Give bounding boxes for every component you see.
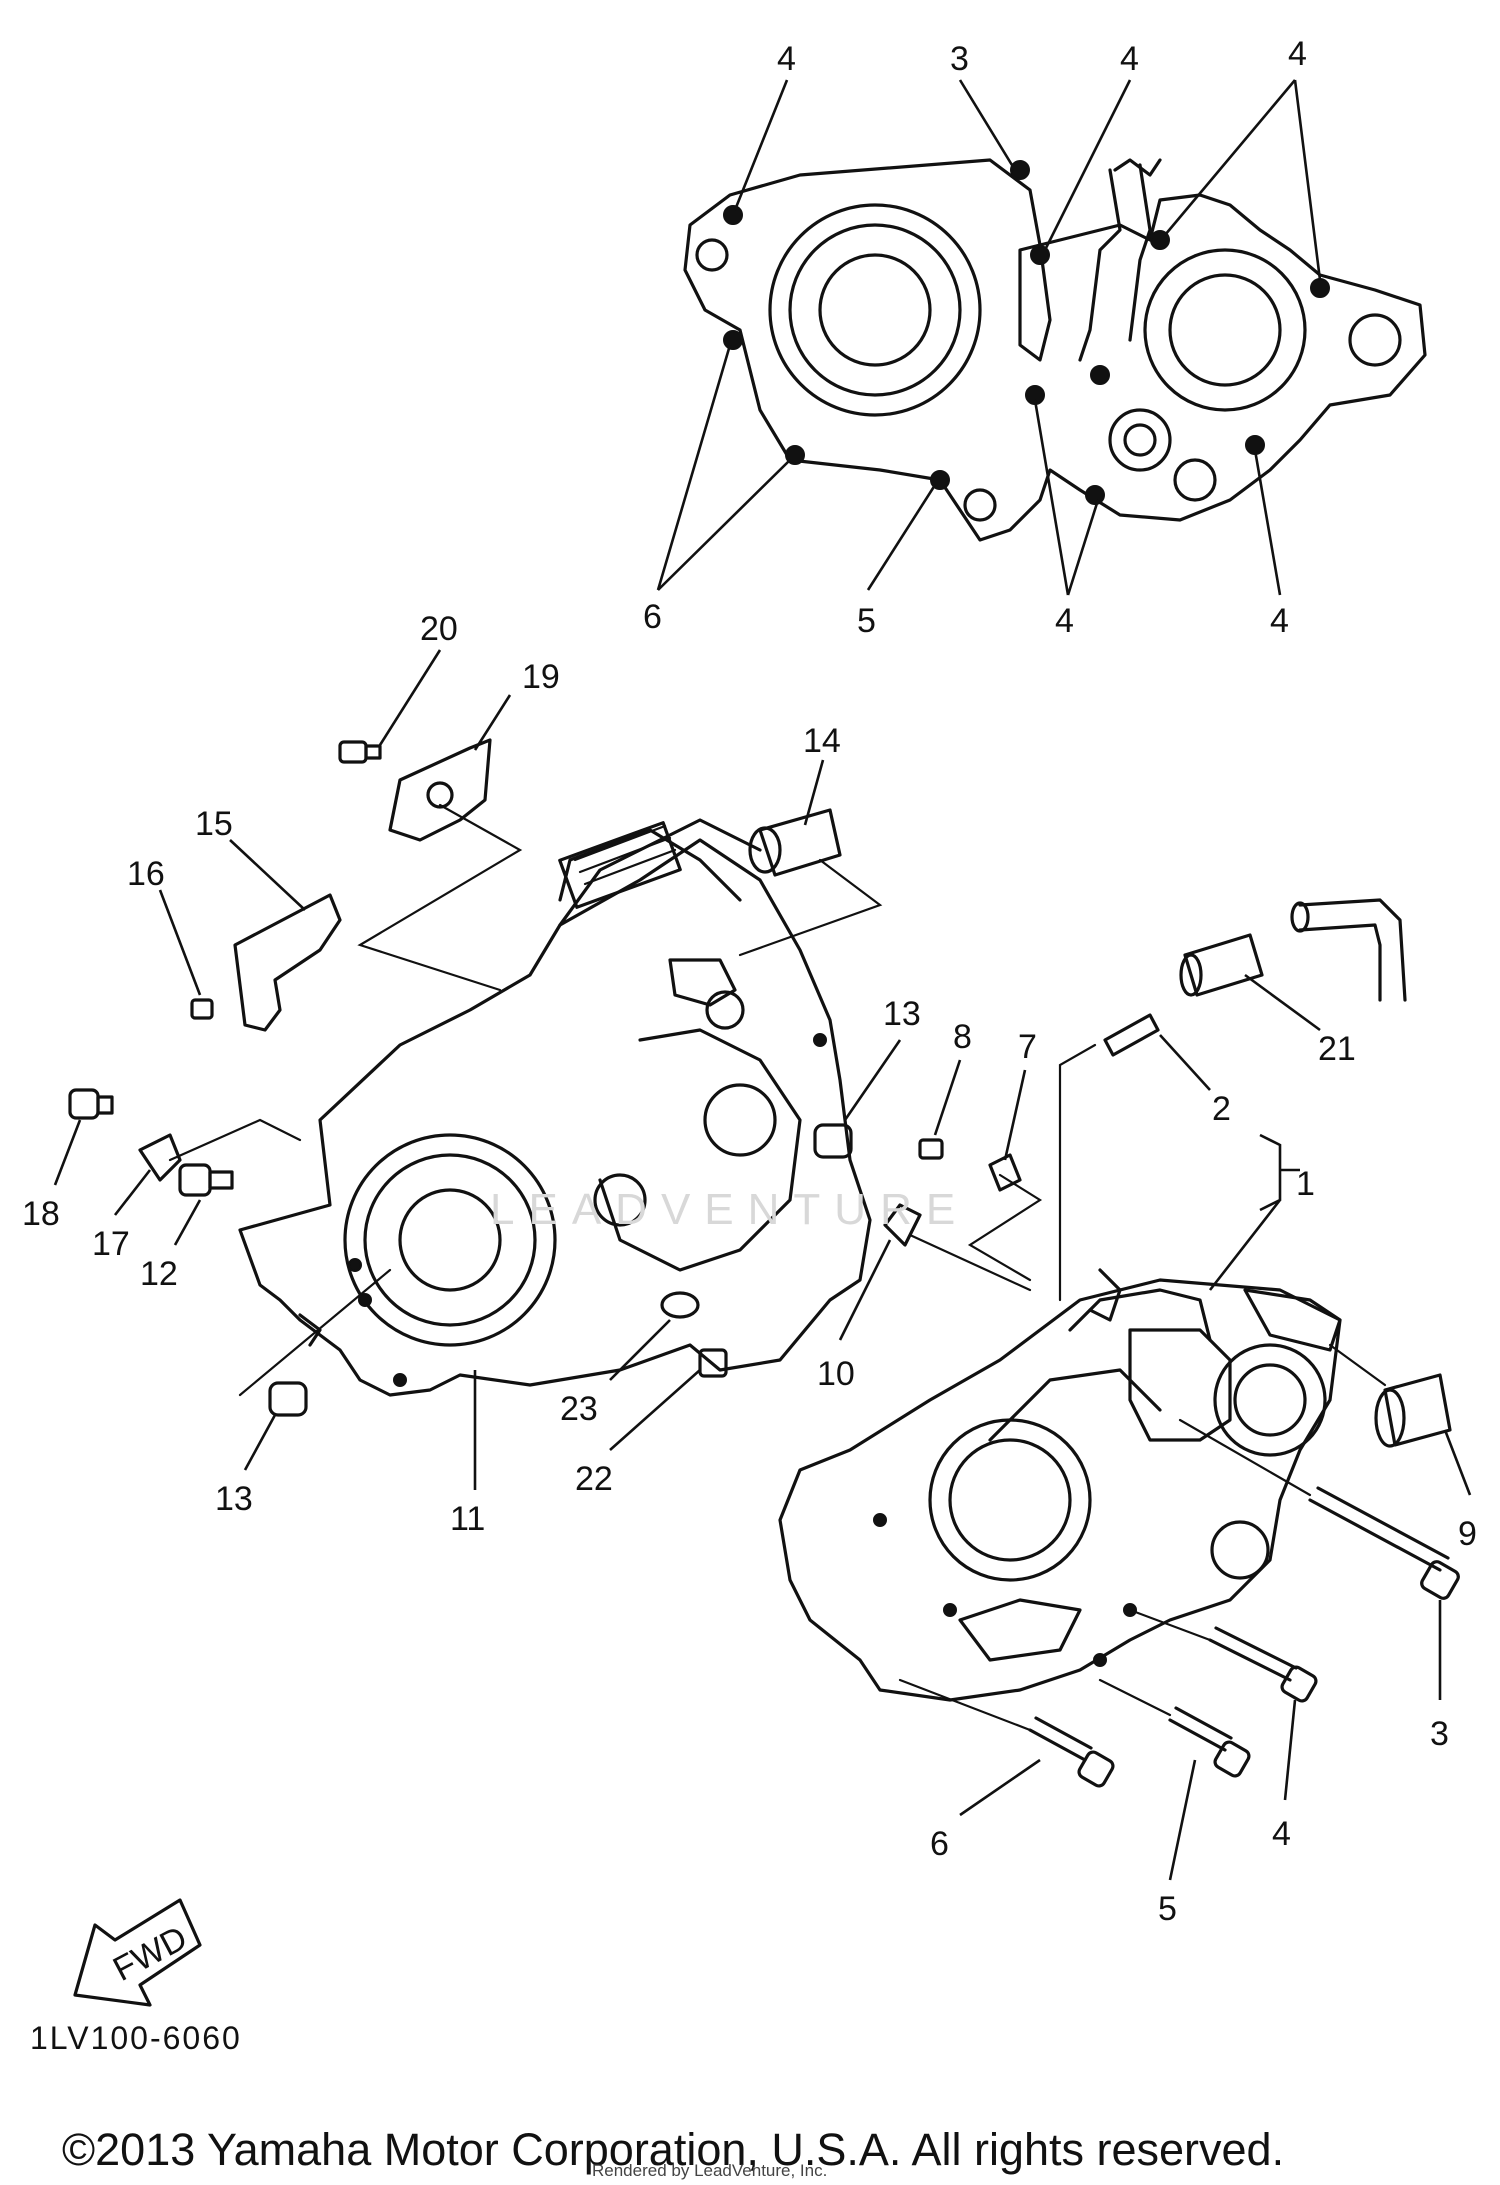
bolt-holes-top xyxy=(723,160,1330,505)
crankcase-top-view xyxy=(656,79,1427,596)
fwd-arrow: FWD xyxy=(73,1898,202,2007)
copyright-notice: ©2013 Yamaha Motor Corporation, U.S.A. A… xyxy=(62,2124,1285,2175)
callout-label: 5 xyxy=(857,602,876,640)
callout-label: 9 xyxy=(1458,1515,1477,1553)
callout-label: 22 xyxy=(575,1460,613,1498)
callout-labels: 4 3 4 4 6 5 4 4 20 19 14 15 16 18 17 12 … xyxy=(22,35,1477,1928)
callout-label: 15 xyxy=(195,805,233,843)
callout-label: 13 xyxy=(883,995,921,1033)
callout-label: 3 xyxy=(1430,1715,1449,1753)
small-parts-left xyxy=(53,649,883,1490)
callout-label: 19 xyxy=(522,658,560,696)
callout-label: 10 xyxy=(817,1355,855,1393)
callout-label: 4 xyxy=(1288,35,1307,73)
callout-label: 7 xyxy=(1018,1028,1037,1066)
callout-label: 21 xyxy=(1318,1030,1356,1068)
callout-label: 16 xyxy=(127,855,165,893)
small-parts-right xyxy=(813,898,1472,1881)
callout-label: 20 xyxy=(420,610,458,648)
callout-label: 12 xyxy=(140,1255,178,1293)
crankcase-right-half xyxy=(778,1268,1342,1702)
callout-label: 2 xyxy=(1212,1090,1231,1128)
callout-label: 23 xyxy=(560,1390,598,1428)
callout-label: 3 xyxy=(950,40,969,78)
callout-label: 13 xyxy=(215,1480,253,1518)
callout-label: 18 xyxy=(22,1195,60,1233)
callout-label: 1 xyxy=(1296,1165,1315,1203)
callout-label: 5 xyxy=(1158,1890,1177,1928)
callout-label: 4 xyxy=(1120,40,1139,78)
callout-label: 6 xyxy=(643,598,662,636)
callout-label: 8 xyxy=(953,1018,972,1056)
callout-label: 14 xyxy=(803,722,841,760)
diagram-code: 1LV100-6060 xyxy=(30,2020,242,2056)
crankcase-left-half xyxy=(238,818,872,1397)
callout-label: 6 xyxy=(930,1825,949,1863)
callout-label: 4 xyxy=(1270,602,1289,640)
watermark: LEADVENTURE xyxy=(490,1185,970,1234)
callout-label: 17 xyxy=(92,1225,130,1263)
callout-label: 4 xyxy=(1055,602,1074,640)
callout-label: 11 xyxy=(450,1500,485,1538)
callout-label: 4 xyxy=(1272,1815,1291,1853)
callout-label: 4 xyxy=(777,40,796,78)
render-credit: Rendered by LeadVenture, Inc. xyxy=(592,2161,828,2180)
